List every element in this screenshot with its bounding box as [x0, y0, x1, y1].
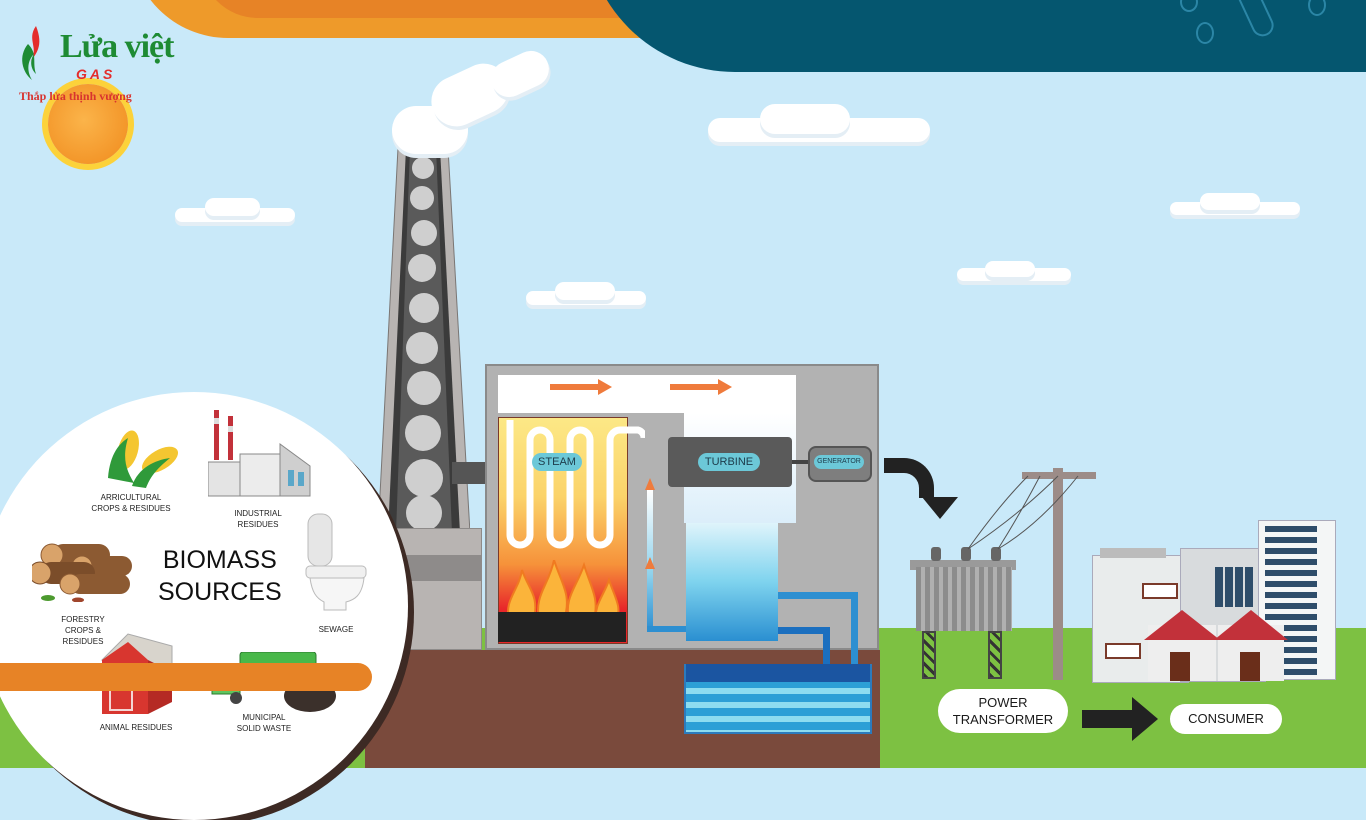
biomass-title-line2: SOURCES: [158, 578, 282, 606]
insulator-icon: [991, 547, 1001, 561]
insulator-icon: [961, 547, 971, 561]
label-line: SOLID WASTE: [236, 724, 292, 733]
transformer-leg: [988, 631, 1002, 679]
transformer-icon: [916, 567, 1012, 631]
brand-sub: GAS: [76, 66, 116, 82]
transformer-top: [910, 560, 1016, 570]
transformer-label-line1: POWER: [978, 695, 1028, 710]
top-banner-orange-inner: [200, 0, 670, 18]
bubble-decoration-icon: [1308, 0, 1326, 16]
decorative-orange-strip: [0, 663, 372, 691]
shaft: [792, 460, 808, 464]
label-line: INDUSTRIAL: [234, 509, 282, 518]
flow-arrow-icon: [550, 384, 600, 390]
house-roof: [1144, 610, 1220, 640]
door-icon: [1240, 652, 1260, 681]
cooling-pipe: [778, 592, 858, 599]
transformer-label-line2: TRANSFORMER: [952, 712, 1054, 727]
consumer-label: CONSUMER: [1170, 704, 1282, 734]
fire-icon: [507, 560, 620, 620]
flow-arrowhead-icon: [598, 379, 612, 395]
source-label-animal: ANIMAL RESIDUES: [99, 723, 173, 732]
label-line: RESIDUES: [237, 520, 279, 529]
bubble-decoration-icon: [1180, 0, 1198, 12]
upflow-arrow-icon: [645, 557, 655, 569]
sun-icon: [48, 84, 128, 164]
return-pipe: [647, 626, 687, 632]
cooling-pipe: [823, 627, 830, 667]
roof-parapet: [1100, 548, 1166, 558]
label-line: FORESTRY: [61, 615, 105, 624]
top-banner-teal: [585, 0, 1366, 72]
right-arrow-icon: [1082, 710, 1132, 728]
flow-arrow-icon: [670, 384, 720, 390]
insulator-icon: [931, 547, 941, 561]
cooling-water-surface: [686, 664, 870, 682]
brand-slogan: Thắp lửa thịnh vượng: [19, 89, 132, 103]
factory-icon: [208, 410, 311, 497]
house-roof: [1214, 610, 1288, 640]
source-label-industrial: INDUSTRIAL RESIDUES: [222, 508, 294, 530]
office-windows: [1215, 567, 1255, 607]
transformer-leg: [922, 631, 936, 679]
logs-icon: [32, 543, 132, 602]
condenser-tank: [686, 523, 778, 641]
label-line: CROPS & RESIDUES: [62, 626, 104, 646]
coal-bed: [498, 612, 626, 642]
steam-channel: [498, 375, 796, 413]
cloud-icon: [555, 282, 615, 300]
source-label-agricultural: ARRICULTURAL CROPS & RESIDUES: [90, 492, 172, 514]
utility-pole-icon: [1053, 468, 1063, 680]
label-line: MUNICIPAL: [242, 713, 286, 722]
window-icon: [1105, 643, 1141, 659]
right-arrowhead-icon: [1132, 697, 1158, 741]
steam-label: STEAM: [532, 453, 582, 471]
bubble-decoration-icon: [1196, 22, 1214, 44]
toilet-icon: [305, 513, 367, 611]
flame-logo-icon: [22, 26, 40, 80]
power-transformer-label: POWER TRANSFORMER: [938, 689, 1068, 733]
exhaust-duct: [452, 462, 488, 484]
flow-arrowhead-icon: [718, 379, 732, 395]
source-label-municipal: MUNICIPAL SOLID WASTE: [228, 712, 300, 734]
arrowhead-down-icon: [922, 497, 958, 519]
brand-name: Lửa việt: [60, 28, 174, 65]
corn-icon: [108, 430, 179, 488]
power-lines-icon: [967, 475, 1079, 550]
biomass-title: BIOMASS SOURCES: [158, 544, 282, 608]
label-line: ARRICULTURAL: [100, 493, 162, 502]
upflow-arrow-icon: [645, 478, 655, 490]
door-icon: [1170, 652, 1190, 681]
cloud-icon: [760, 104, 850, 134]
source-label-sewage: SEWAGE: [318, 625, 354, 634]
label-line: CROPS & RESIDUES: [91, 504, 171, 513]
cloud-icon: [205, 198, 260, 216]
generator-label: GENERATOR: [814, 455, 864, 469]
cloud-icon: [985, 261, 1035, 277]
window-icon: [1142, 583, 1178, 599]
cloud-icon: [1200, 193, 1260, 210]
cooling-pipe: [851, 592, 858, 666]
cooling-pipe: [778, 627, 830, 634]
chimney-icon: [378, 148, 470, 533]
turbine-label: TURBINE: [698, 453, 760, 471]
source-label-forestry: FORESTRY CROPS & RESIDUES: [44, 614, 122, 647]
biomass-title-line1: BIOMASS: [162, 546, 277, 574]
steam-coil-icon: [506, 420, 645, 549]
